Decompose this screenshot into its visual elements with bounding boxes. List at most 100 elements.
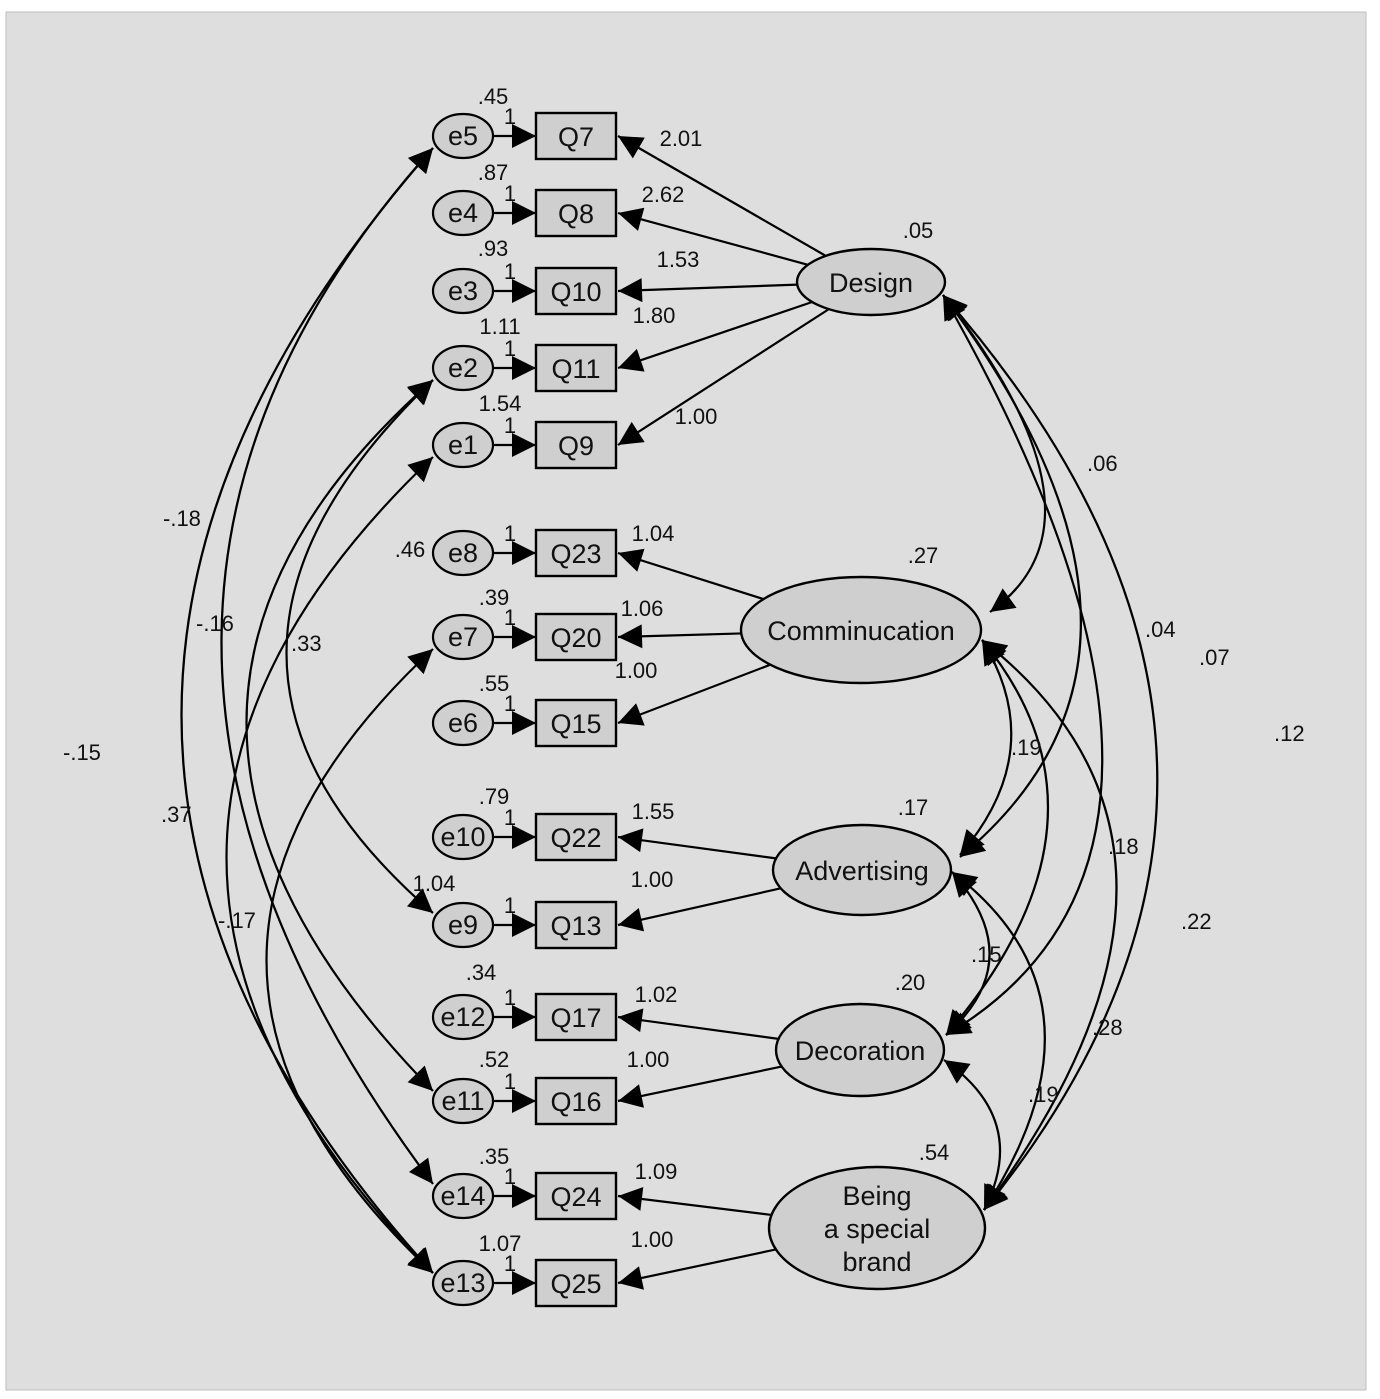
error-variance-e1: 1.54 (479, 391, 522, 416)
item-label-Q9: Q9 (558, 431, 594, 461)
loading-label-Q7: 2.01 (660, 126, 703, 151)
error-weight-e2: 1 (504, 336, 516, 361)
error-node-e8 (431, 529, 495, 577)
loading-label-Q25: 1.00 (631, 1227, 674, 1252)
error-name-e14: e14 (440, 1181, 485, 1211)
error-name-e3: e3 (448, 276, 478, 306)
item-box-Q17 (534, 992, 618, 1042)
item-box-Q24 (534, 1171, 618, 1221)
loading-decoration-Q17 (617, 1008, 779, 1040)
error-variance-e12: .34 (466, 960, 497, 985)
error-covariance-label-e2-e9: .33 (291, 631, 322, 656)
item-label-Q15: Q15 (550, 709, 601, 739)
loading-label-Q16: 1.00 (627, 1047, 670, 1072)
error-variance-e11: .52 (479, 1047, 510, 1072)
error-weight-e8: 1 (504, 521, 516, 546)
error-name-e13: e13 (440, 1268, 485, 1298)
error-node-e9 (431, 901, 495, 949)
item-box-Q16 (534, 1076, 618, 1126)
latent-label-communication-0: Comminucation (767, 616, 955, 646)
latent-variance-communication: .27 (908, 543, 939, 568)
diagram-background (5, 11, 1367, 1391)
latent-decoration (774, 1002, 946, 1098)
error-name-e6: e6 (448, 708, 478, 738)
error-weight-e1: 1 (504, 413, 516, 438)
error-node-e12 (431, 993, 495, 1041)
error-weight-e6: 1 (504, 691, 516, 716)
error-variance-e9: 1.04 (413, 871, 456, 896)
error-weight-e10: 1 (504, 805, 516, 830)
latent-brand (767, 1165, 987, 1291)
error-node-e7 (431, 613, 495, 661)
error-node-e11 (431, 1077, 495, 1125)
loading-label-Q15: 1.00 (615, 658, 658, 683)
covariance-label-advertising-brand: .28 (1092, 1015, 1123, 1040)
latent-variance-brand: .54 (919, 1140, 950, 1165)
error-covariance-label-e2-e11: -.16 (196, 611, 234, 636)
item-label-Q8: Q8 (558, 199, 594, 229)
item-label-Q23: Q23 (550, 539, 601, 569)
error-node-e6 (431, 699, 495, 747)
error-covariance-e5-e13 (180, 147, 434, 1274)
error-weight-e7: 1 (504, 605, 516, 630)
error-name-e7: e7 (448, 622, 478, 652)
error-weight-e3: 1 (504, 259, 516, 284)
error-weight-e14: 1 (504, 1164, 516, 1189)
error-node-e13 (431, 1259, 495, 1307)
error-covariance-e2-e11 (245, 379, 434, 1092)
error-weight-e11: 1 (504, 1069, 516, 1094)
covariance-decoration-brand (943, 1059, 1006, 1211)
item-box-Q10 (534, 266, 618, 316)
error-covariance-label-e1-e13: .37 (161, 802, 192, 827)
item-label-Q17: Q17 (550, 1003, 601, 1033)
loading-label-Q9: 1.00 (675, 404, 718, 429)
loading-label-Q11: 1.80 (633, 303, 676, 328)
error-node-e3 (431, 267, 495, 315)
error-node-e5 (431, 112, 495, 160)
loading-brand-Q25 (617, 1248, 777, 1290)
latent-label-brand-2: brand (842, 1247, 911, 1277)
latent-design (795, 247, 947, 317)
error-name-e10: e10 (440, 822, 485, 852)
error-weight-e4: 1 (504, 181, 516, 206)
item-box-Q15 (534, 698, 618, 748)
error-covariance-e2-e9 (285, 379, 434, 914)
error-node-e4 (431, 189, 495, 237)
item-box-Q13 (534, 900, 618, 950)
covariance-label-communication-decoration: .18 (1108, 834, 1139, 859)
error-variance-e14: .35 (479, 1144, 510, 1169)
loading-brand-Q24 (617, 1187, 772, 1217)
error-weight-e13: 1 (504, 1251, 516, 1276)
loading-label-Q23: 1.04 (632, 521, 675, 546)
error-covariance-e1-e13 (225, 456, 434, 1274)
error-covariance-e7-e13 (265, 648, 434, 1274)
loading-design-Q7 (617, 135, 827, 257)
error-covariance-label-e7-e13: -.17 (218, 908, 256, 933)
loading-design-Q8 (617, 207, 809, 266)
covariance-label-advertising-decoration: .15 (971, 942, 1002, 967)
covariance-label-design-brand: .12 (1274, 721, 1305, 746)
loading-decoration-Q16 (617, 1065, 782, 1108)
error-covariance-label-e5-e14: -.18 (163, 506, 201, 531)
item-label-Q24: Q24 (550, 1182, 601, 1212)
latent-variance-decoration: .20 (895, 970, 926, 995)
latent-communication (739, 575, 983, 685)
error-name-e8: e8 (448, 538, 478, 568)
loading-communication-Q15 (617, 663, 771, 726)
error-variance-e4: .87 (478, 160, 509, 185)
item-box-Q9 (534, 420, 618, 470)
covariance-design-decoration (942, 294, 1104, 1036)
latent-label-brand-1: a special (824, 1214, 931, 1244)
loading-communication-Q23 (617, 548, 764, 601)
error-variance-e13: 1.07 (479, 1231, 522, 1256)
error-weight-e9: 1 (504, 893, 516, 918)
error-name-e1: e1 (448, 430, 478, 460)
error-variance-e7: .39 (479, 585, 510, 610)
latent-variance-advertising: .17 (898, 795, 929, 820)
covariance-advertising-brand (951, 871, 1046, 1211)
latent-label-advertising-0: Advertising (795, 856, 929, 886)
error-node-e14 (431, 1172, 495, 1220)
item-box-Q25 (534, 1258, 618, 1308)
error-node-e2 (431, 344, 495, 392)
